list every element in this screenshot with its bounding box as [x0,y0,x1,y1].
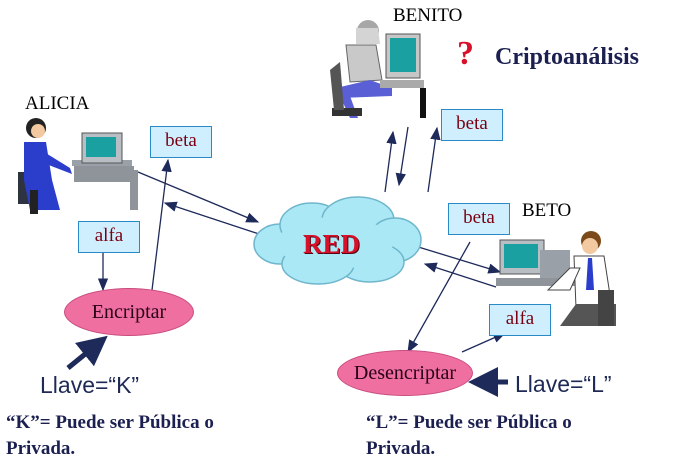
key-l-label: Llave=“L” [515,371,612,397]
message-alfa-beto: alfa [489,304,551,336]
alicia-figure [18,118,138,214]
arrow-benito-up [427,126,441,193]
note-l-line2: Privada. [366,438,436,459]
message-alfa-alicia: alfa [78,221,140,253]
arrow-benito-to-red [395,126,409,187]
note-k: “K”= Puede ser Pública o Privada. [6,410,214,462]
message-beta-alicia: beta [150,126,212,158]
question-mark-icon: ? [457,35,474,72]
arrow-red-to-alicia [163,201,263,236]
network-label: RED [303,229,361,259]
arrow-beto-to-decrypt [407,241,471,354]
note-l: “L”= Puede ser Pública o Privada. [366,410,572,462]
note-k-line2: Privada. [6,438,76,459]
network-cloud [253,196,422,285]
person-label-benito: BENITO [393,5,463,26]
arrow-decrypt-to-alfa [461,332,507,353]
key-k-arrow [66,335,108,370]
key-arrows [66,335,508,397]
arrow-beto-to-red [423,262,497,288]
arrow-encrypt-to-beta [151,158,172,291]
key-k-label: Llave=“K” [40,372,140,398]
cryptanalysis-label: Criptoanálisis [495,44,640,70]
benito-figure [330,20,426,118]
note-k-line1: “K”= Puede ser Pública o [6,412,214,433]
person-label-beto: BETO [522,200,572,221]
encrypt-process: Encriptar [64,288,194,336]
beto-figure [496,231,616,326]
note-l-line1: “L”= Puede ser Pública o [366,412,572,433]
message-beta-benito: beta [441,109,503,141]
arrow-alicia-to-red [137,171,260,223]
person-label-alicia: ALICIA [25,93,90,114]
arrow-red-to-benito [384,130,397,193]
decrypt-process: Desencriptar [337,350,473,396]
message-beta-beto: beta [448,203,510,235]
